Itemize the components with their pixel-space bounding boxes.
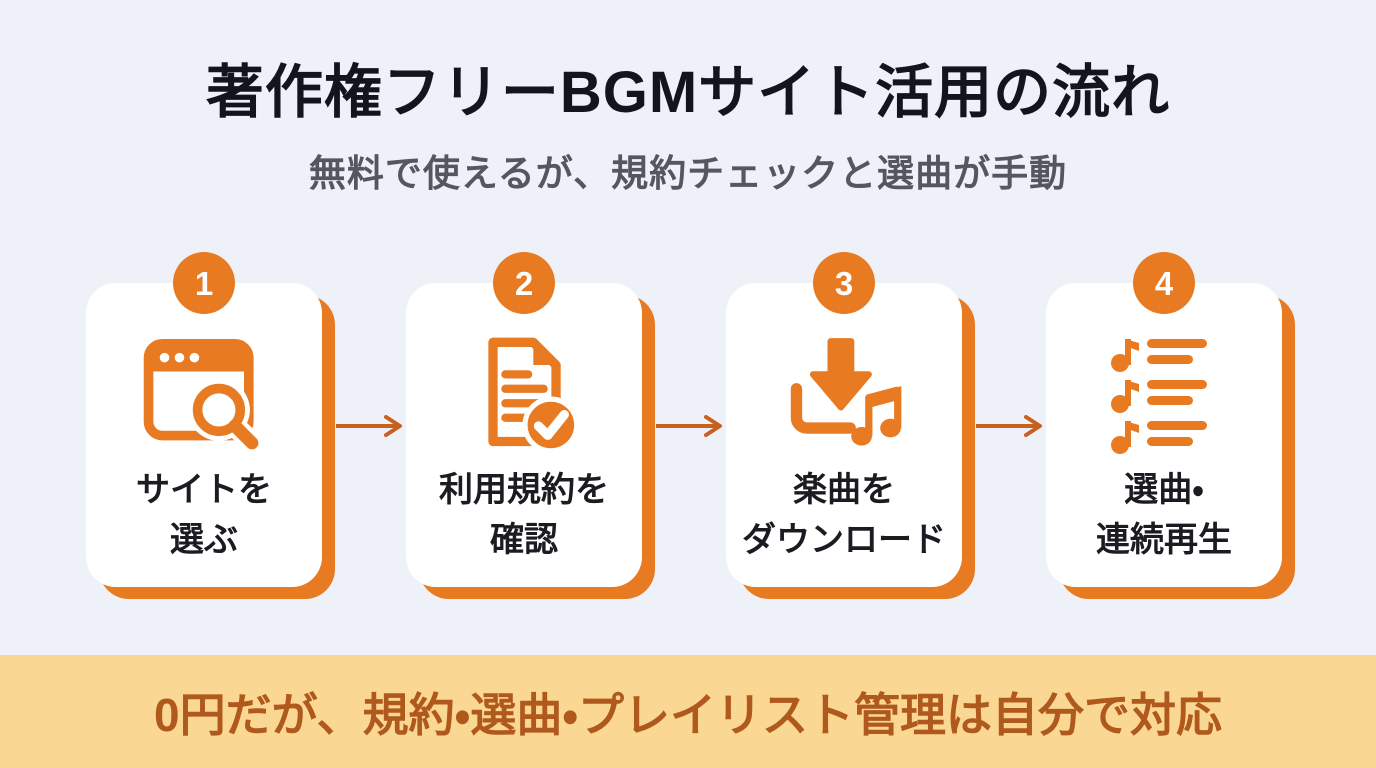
page-title: 著作権フリーBGMサイト活用の流れ	[205, 60, 1171, 125]
step-label-line1: 選曲・	[1124, 471, 1204, 510]
step-number-text: 4	[1154, 264, 1174, 302]
page-subtitle: 無料で使えるが、規約チェックと選曲が手動	[308, 153, 1068, 194]
step-number-badge: 3	[813, 252, 875, 314]
playlist-icon	[1108, 331, 1220, 459]
flow-arrow-icon	[976, 415, 1046, 437]
step-label-line2: 確認	[490, 520, 558, 559]
step-label-line1: サイトを	[136, 471, 272, 510]
step-label-line1: 楽曲を	[793, 471, 895, 510]
step-number-badge: 1	[173, 252, 235, 314]
step-card-3: 3 楽曲を ダウンロード	[726, 252, 962, 587]
step-label: サイトを 選ぶ	[66, 466, 342, 565]
step-number-text: 2	[514, 264, 534, 302]
step-label: 選曲・ 連続再生	[1026, 466, 1302, 565]
step-label: 利用規約を 確認	[386, 466, 662, 565]
step-number-text: 1	[194, 264, 214, 302]
step-card-2: 2 利用規約を 確認	[406, 252, 642, 587]
step-number-badge: 4	[1133, 252, 1195, 314]
flow-arrow-icon	[656, 415, 726, 437]
flow-arrow-icon	[336, 415, 406, 437]
browser-search-icon	[140, 331, 268, 459]
document-check-icon	[462, 331, 586, 459]
step-label-line1: 利用規約を	[439, 471, 609, 510]
step-label-line2: 連続再生	[1096, 520, 1232, 559]
footer-banner: 0円だが、規約・選曲・プレイリスト管理は自分で対応	[0, 655, 1376, 768]
step-card-4: 4	[1046, 252, 1282, 587]
footer-banner-text: 0円だが、規約・選曲・プレイリスト管理は自分で対応	[154, 688, 1222, 741]
step-card-1: 1 サイトを 選ぶ	[86, 252, 322, 587]
step-number-badge: 2	[493, 252, 555, 314]
step-label: 楽曲を ダウンロード	[706, 466, 982, 565]
step-number-text: 3	[834, 264, 854, 302]
download-music-icon	[781, 331, 907, 459]
step-label-line2: 選ぶ	[170, 520, 238, 559]
step-label-line2: ダウンロード	[742, 520, 946, 559]
